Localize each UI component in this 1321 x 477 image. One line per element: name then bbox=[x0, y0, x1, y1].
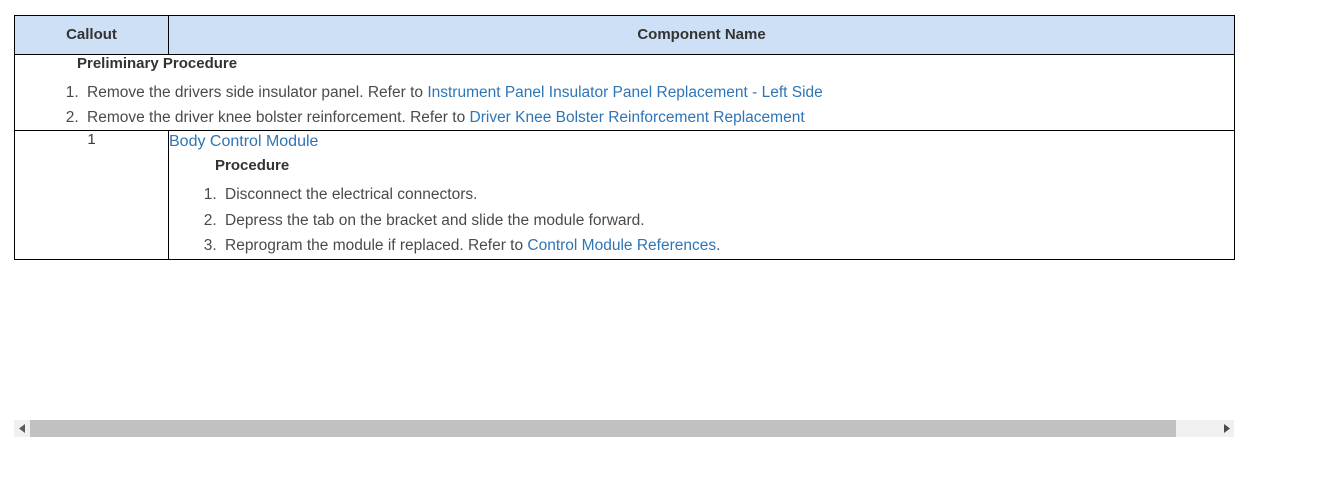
scrollbar-track[interactable] bbox=[30, 420, 1218, 437]
list-item: Reprogram the module if replaced. Refer … bbox=[221, 233, 1234, 259]
scroll-right-arrow-icon[interactable] bbox=[1218, 420, 1234, 437]
table-header-row: Callout Component Name bbox=[14, 15, 1235, 55]
procedure-step-list: Disconnect the electrical connectors. De… bbox=[169, 182, 1234, 259]
scroll-left-arrow-icon[interactable] bbox=[14, 420, 30, 437]
link-control-module-references[interactable]: Control Module References bbox=[527, 237, 717, 254]
column-header-callout: Callout bbox=[14, 15, 169, 55]
component-name-line: Body Control Module bbox=[169, 131, 1234, 153]
preliminary-step-list: Remove the drivers side insulator panel.… bbox=[15, 80, 1234, 130]
step-text: Disconnect the electrical connectors. bbox=[225, 186, 478, 203]
procedure-title: Procedure bbox=[215, 157, 290, 174]
component-procedure-table: Callout Component Name Preliminary Proce… bbox=[14, 15, 1235, 260]
step-text: Depress the tab on the bracket and slide… bbox=[225, 211, 645, 229]
step-text: Reprogram the module if replaced. Refer … bbox=[225, 237, 528, 254]
list-item: Remove the drivers side insulator panel.… bbox=[83, 80, 1234, 105]
link-driver-knee-bolster-reinforcement-replacement[interactable]: Driver Knee Bolster Reinforcement Replac… bbox=[469, 109, 805, 126]
step-text-after: . bbox=[716, 237, 721, 254]
list-item: Depress the tab on the bracket and slide… bbox=[221, 208, 1234, 234]
preliminary-procedure-title: Preliminary Procedure bbox=[77, 55, 238, 72]
callout-number: 1 bbox=[14, 130, 169, 260]
step-text: Remove the drivers side insulator panel.… bbox=[87, 84, 428, 101]
scrollbar-thumb[interactable] bbox=[30, 420, 1177, 437]
table-body: Preliminary Procedure Remove the drivers… bbox=[14, 54, 1235, 260]
table-row: 1 Body Control Module Procedure Disconne… bbox=[14, 130, 1235, 260]
list-item: Disconnect the electrical connectors. bbox=[221, 182, 1234, 208]
column-header-component-name: Component Name bbox=[168, 15, 1235, 55]
preliminary-procedure-cell: Preliminary Procedure Remove the drivers… bbox=[14, 54, 1235, 131]
table-header: Callout Component Name bbox=[14, 15, 1235, 55]
step-text: Remove the driver knee bolster reinforce… bbox=[87, 109, 470, 126]
component-detail-cell: Body Control Module Procedure Disconnect… bbox=[168, 130, 1235, 260]
link-body-control-module[interactable]: Body Control Module bbox=[169, 133, 319, 150]
horizontal-scrollbar[interactable] bbox=[14, 420, 1234, 437]
preliminary-procedure-row: Preliminary Procedure Remove the drivers… bbox=[14, 54, 1235, 131]
link-instrument-panel-insulator-panel-replacement-left-side[interactable]: Instrument Panel Insulator Panel Replace… bbox=[427, 84, 823, 101]
list-item: Remove the driver knee bolster reinforce… bbox=[83, 105, 1234, 130]
